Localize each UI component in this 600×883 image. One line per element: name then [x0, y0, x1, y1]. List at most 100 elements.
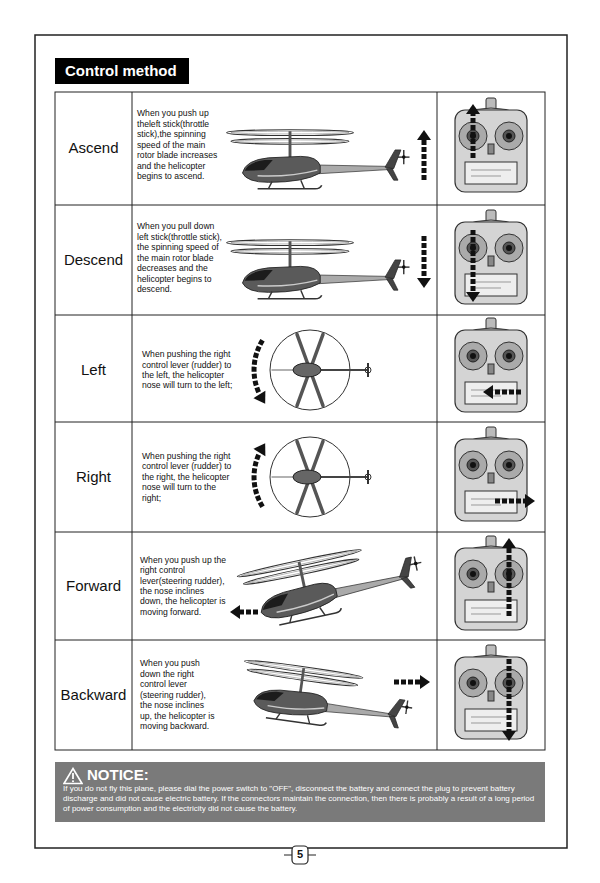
power-switch: [488, 582, 494, 592]
lcd-panel: [465, 162, 517, 184]
motion-arrow-shaft: [422, 140, 427, 180]
notice-box: NOTICE:If you do not fly this plane, ple…: [55, 762, 545, 822]
helicopter-side-view: [237, 658, 416, 737]
transmitter-icon: [455, 536, 527, 630]
motion-arrow-head: [483, 385, 493, 399]
table-column-line: [132, 92, 133, 750]
rotor-mast: [289, 131, 292, 158]
tail-boom: [320, 476, 368, 478]
power-switch: [488, 364, 494, 374]
tail-fin: [396, 557, 415, 579]
tail-fin: [385, 260, 401, 279]
instruction-text: When pushing the right control lever (ru…: [142, 451, 234, 503]
helicopter-side-view: [237, 536, 428, 632]
motion-arrow-head: [230, 605, 240, 619]
helicopter-top-view: [253, 330, 371, 410]
transmitter-icon: [455, 210, 527, 304]
table-row-line: [55, 205, 545, 206]
transmitter-icon: [455, 645, 527, 741]
cockpit-window: [261, 594, 291, 610]
stick-base: [503, 350, 515, 362]
stick-base: [467, 459, 479, 471]
lcd-line: [471, 608, 511, 609]
tail-rotor-hub: [365, 367, 371, 373]
row-heading: Ascend: [55, 139, 132, 157]
warning-dot: [72, 780, 74, 782]
turn-arrow-arc: [254, 453, 262, 506]
row-heading: Right: [55, 468, 132, 486]
stick-gimbal: [459, 669, 487, 697]
tail-rotor-hub: [365, 474, 371, 480]
helicopter-top-view: [253, 437, 371, 517]
page-border: [35, 35, 567, 848]
stick-top: [506, 353, 512, 359]
body-stripe: [258, 170, 318, 176]
motion-arrow-head: [417, 278, 431, 288]
lcd-line: [471, 170, 511, 171]
section-title: Control method: [65, 62, 177, 80]
motion-arrow-shaft: [493, 390, 521, 395]
tail-rotor-hub: [405, 705, 409, 709]
power-switch: [488, 473, 494, 483]
tail-rotor: [367, 470, 369, 484]
landing-skid: [279, 608, 342, 625]
motion-arrow-head: [466, 292, 480, 302]
stick-base: [503, 130, 515, 142]
motion-arrow-shaft: [471, 114, 476, 158]
motion-arrow-head: [502, 538, 516, 548]
fuselage: [293, 363, 321, 377]
skid-strut: [288, 615, 293, 623]
lcd-line: [471, 282, 511, 283]
fuselage: [293, 470, 321, 484]
table-row-line: [55, 640, 545, 641]
tail-rotor: [367, 363, 369, 377]
tail-fin-lower: [386, 169, 398, 181]
fuselage: [242, 266, 320, 292]
tail-rotor: [414, 556, 417, 570]
motion-arrow-head: [502, 731, 516, 741]
page-number: 5: [292, 848, 308, 861]
skid-strut: [301, 180, 305, 189]
motion-arrow-shaft: [240, 610, 258, 615]
motion-arrow-head: [525, 494, 535, 508]
stick-top: [470, 462, 476, 468]
tail-rotor-hub: [402, 265, 406, 269]
tail-boom: [320, 369, 368, 371]
warning-icon: [63, 767, 83, 785]
tail-rotor-hub: [402, 155, 406, 159]
turn-arrow-arc: [254, 340, 262, 393]
table-column-line: [437, 92, 438, 750]
transmitter-body: [455, 657, 527, 739]
cockpit-window: [245, 160, 273, 171]
transmitter-body: [455, 330, 527, 412]
skid-strut: [276, 712, 280, 719]
tail-rotor: [410, 562, 421, 564]
stick-top: [470, 353, 476, 359]
tail-fin-lower: [388, 716, 400, 728]
motion-arrow-head: [466, 104, 480, 114]
motion-arrow-shaft: [507, 548, 512, 616]
stick-gimbal: [459, 451, 487, 479]
landing-skid: [258, 185, 322, 189]
skid-strut: [320, 607, 325, 616]
lcd-line: [471, 614, 501, 615]
lcd-line: [471, 717, 511, 718]
motion-arrow-shaft: [507, 659, 512, 731]
power-switch: [488, 256, 494, 266]
stick-gimbal: [495, 342, 523, 370]
rotor-mast: [289, 241, 292, 268]
body-stripe: [268, 700, 325, 713]
transmitter-icon: [455, 318, 527, 412]
body-stripe: [275, 594, 335, 612]
stick-base: [467, 677, 479, 689]
motion-arrow-shaft: [471, 230, 476, 292]
transmitter-body: [455, 222, 527, 304]
skid-strut: [268, 182, 272, 189]
fuselage: [253, 685, 329, 719]
tail-rotor-hub: [414, 561, 418, 565]
tail-fin-lower: [401, 576, 415, 590]
stick-gimbal: [495, 122, 523, 150]
rotor-mast: [299, 668, 305, 694]
